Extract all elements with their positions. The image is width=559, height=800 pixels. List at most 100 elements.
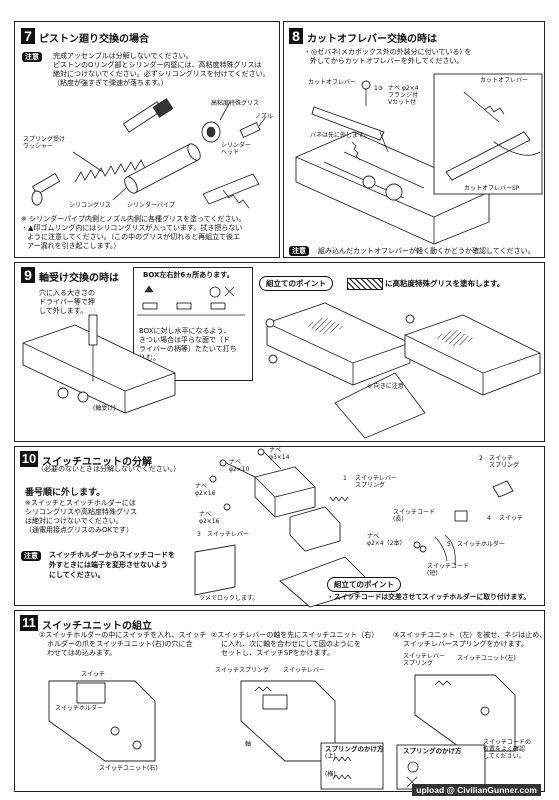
label-n3: 3 — [197, 531, 201, 538]
section-11-step3-1: ③スイッチユニット（左）を被せ、ネジは止め、 — [393, 631, 547, 639]
section-9-box-desc-1: BOXに対し水平になるよう、 — [139, 327, 231, 335]
cylinder-head-part — [201, 121, 221, 143]
label-bearing: (軸受け) — [93, 405, 116, 412]
section-10-note-2: 外すときには端子を変形させないよう — [49, 561, 168, 569]
section-10-note-3: にしてください。 — [49, 571, 105, 579]
label-nozzle: ノズル — [255, 113, 274, 120]
spring-bottom-label: (横) — [325, 771, 336, 778]
section-7-bottom-1: ※ シリンダーパイプ内側とノズル内側に各種グリスを塗ってください。 — [21, 215, 246, 223]
section-7-bottom-4: アー漏れを引き起こします。） — [27, 242, 121, 250]
section-7-note-2: ピストンのOリング部とシリンダー内壁には、高粘度特殊グリスは — [53, 61, 262, 69]
section-11-step2-2: に入れ、次に軸を合わせにして図のようにを — [221, 640, 361, 648]
section-7-bottom-2: ・▲印ゴムリング内にはシリコングリスが入っています。拭き摂らない — [21, 224, 243, 232]
section-10-title: スイッチユニットの分解 — [42, 457, 152, 468]
gearbox-bearing-illustration — [22, 302, 541, 439]
section-10-desc-2: シリコングリスや高粘度特殊グリス — [25, 508, 137, 516]
label-spring-first: バネは先に外します。 — [310, 132, 370, 139]
section-11-step2-3: セットし、スイッチSPをかけます。 — [221, 649, 334, 657]
label-s11-axis: 軸 — [245, 741, 252, 748]
section-10-desc-1: ※スイッチとスイッチホルダーには — [25, 499, 136, 507]
label-s11-switch-unit-left: スイッチユニット(左) — [457, 655, 516, 662]
label-switch: スイッチ — [499, 515, 524, 522]
label-cylinder-pipe: シリンダーパイプ — [127, 202, 175, 209]
piston-exploded-illustration — [31, 98, 266, 209]
label-spring-washer: スプリング受け ワッシャー — [23, 136, 66, 150]
label-nabe-3x14: ナベ φ3×14 — [269, 447, 290, 461]
section-10-point-pill: 組立てのポイント — [327, 577, 401, 592]
label-switch-lever: スイッチレバー — [207, 531, 250, 538]
section-10-desc-4: （通電用接点グリスのみOKです） — [25, 526, 134, 534]
section-8-note-text: 組み込んだカットオフレバーが軽く動くかどうか確認してください。 — [318, 247, 535, 255]
section-10-point-text: ・スイッチコードは交差させてスイッチホルダーに取り付けます。 — [327, 593, 531, 601]
section-9-title: 軸受け交換の時は — [39, 273, 119, 284]
tappet-part — [202, 173, 260, 209]
section-8-number: 8 — [289, 28, 303, 44]
bearing-detail-box — [133, 267, 253, 381]
spring-top-label: (上) — [325, 753, 336, 760]
hatch-swatch — [347, 278, 383, 290]
nozzle-part — [239, 121, 261, 139]
label-switch-holder: スイッチホルダー — [457, 541, 506, 548]
cutoff-lever-illustration — [295, 73, 543, 245]
section-8-note-badge: 注意 — [289, 246, 309, 256]
section-9-side-3: して外します。 — [39, 307, 88, 315]
label-n5: 5 — [447, 541, 451, 548]
section-9-box-desc-3: ライバーの柄等）たたいて打ち — [139, 345, 237, 353]
label-nabe-2x4: ナベ φ2×4（2本） — [367, 533, 406, 547]
switch-unit-exploded-illustration — [194, 448, 514, 608]
label-s11-switch-lever: スイッチレバー — [283, 667, 326, 674]
label-nabe-2x10: ナベ φ2×10 — [229, 459, 250, 473]
section-10-number: 10 — [20, 451, 38, 467]
section-9-side-1: 穴に入る大きさの — [39, 289, 95, 297]
section-7-title: ピストン廻り交換の場合 — [39, 34, 149, 45]
label-n2: 2 — [479, 455, 483, 462]
bearing-orientation-icons — [137, 285, 245, 316]
section-9-box-desc-4: 込む。 — [139, 354, 160, 362]
section-7-number: 7 — [21, 28, 35, 44]
label-cutoff-right: カットオフレバー — [480, 77, 529, 84]
section-8-title: カットオフレバー交換の時は — [307, 34, 437, 45]
section-11-number: 11 — [20, 615, 38, 631]
section-8-desc-2: 外してからカットオフレバーを外してください。 — [310, 57, 464, 65]
label-n1: 1 — [343, 475, 347, 482]
section-7-note-badge: 注意 — [22, 52, 42, 62]
section-7-piston: 7 ピストン廻り交換の場合 注意 完成アッセンブルは分解しないでください。 ピス… — [14, 21, 280, 258]
section-10-desc-3: は絶対につけないでください。 — [25, 517, 123, 525]
section-8-cutoff: 8 カットオフレバー交換の時は ・◎ゼバネ(メカボックス外の外装分に付いている)… — [283, 21, 545, 258]
spring-title-2: スプリングのかけ方 — [403, 747, 462, 755]
label-silicon-grease: シリコングリス — [69, 202, 112, 209]
section-11-switch-assembly: 11 スイッチユニットの組立 ①スイッチホルダーの中にスイッチを入れ、スイッチ … — [14, 610, 547, 792]
section-9-bearing: 9 軸受け交換の時は 穴に入る大きさの ドライバー等で押 して外します。 BOX… — [14, 262, 545, 442]
section-11-step1-1: ①スイッチホルダーの中にスイッチを入れ、スイッチ — [39, 631, 207, 639]
label-high-grease: 高粘度特殊グリス — [211, 100, 260, 107]
section-10-sub: （必要のないときは分解しないでください。） — [37, 465, 181, 473]
switch-assembly-illustration — [48, 674, 516, 790]
label-s11-cord-note: スイッチコードの 位置をよく確認 してください。 — [483, 739, 532, 760]
section-10-order: 番号順に外します。 — [25, 488, 106, 498]
section-9-side-2: ドライバー等で押 — [39, 298, 95, 306]
watermark: upload @ CivilianGunner.com — [412, 784, 541, 796]
spring-washer-part — [31, 172, 61, 206]
label-nabe-2x16b: ナベ φ2×16 — [199, 511, 220, 525]
label-s11-switch: スイッチ — [81, 671, 106, 678]
label-switch-spring: スイッチ スプリング — [489, 455, 520, 469]
section-10-note-badge: 注意 — [21, 551, 41, 561]
label-nabe-2x16: ナベ φ2×16 — [195, 483, 216, 497]
section-9-point-text: に高粘度特殊グリスを塗布します。 — [385, 279, 505, 288]
label-n4: 4 — [487, 515, 491, 522]
section-11-title: スイッチユニットの組立 — [42, 621, 152, 632]
section-11-step3-2: スイッチレバースプリングをかけます。 — [403, 640, 528, 648]
section-7-bottom-3: ように注意してください。（この中のグリスが切れると再組立て後エ — [27, 233, 241, 241]
section-7-note-1: 完成アッセンブルは分解しないでください。 — [53, 52, 193, 60]
cylinder-pipe-part — [124, 143, 201, 194]
label-claw-note: ツメでロックします。 — [199, 595, 259, 602]
section-11-step1-3: わせてはめ込みます。 — [47, 649, 117, 657]
label-screw-num: 1③ — [374, 85, 384, 92]
section-10-switch-disassembly: 10 スイッチユニットの分解 （必要のないときは分解しないでください。） 番号順… — [14, 446, 545, 608]
label-s11-switch-unit-right: スイッチユニット(右) — [99, 765, 158, 772]
section-9-box-desc-2: きつい場合は平らな面で（ド — [139, 336, 230, 344]
section-8-desc-1: ・◎ゼバネ(メカボックス外の外装分に付いている) を — [304, 48, 472, 56]
label-s11-switch-spring: スイッチスプリング — [215, 667, 270, 674]
piston-spring — [74, 159, 146, 183]
section-11-step1-2: ホルダーの爪をスイッチユニット(右)の穴に合 — [47, 640, 193, 648]
